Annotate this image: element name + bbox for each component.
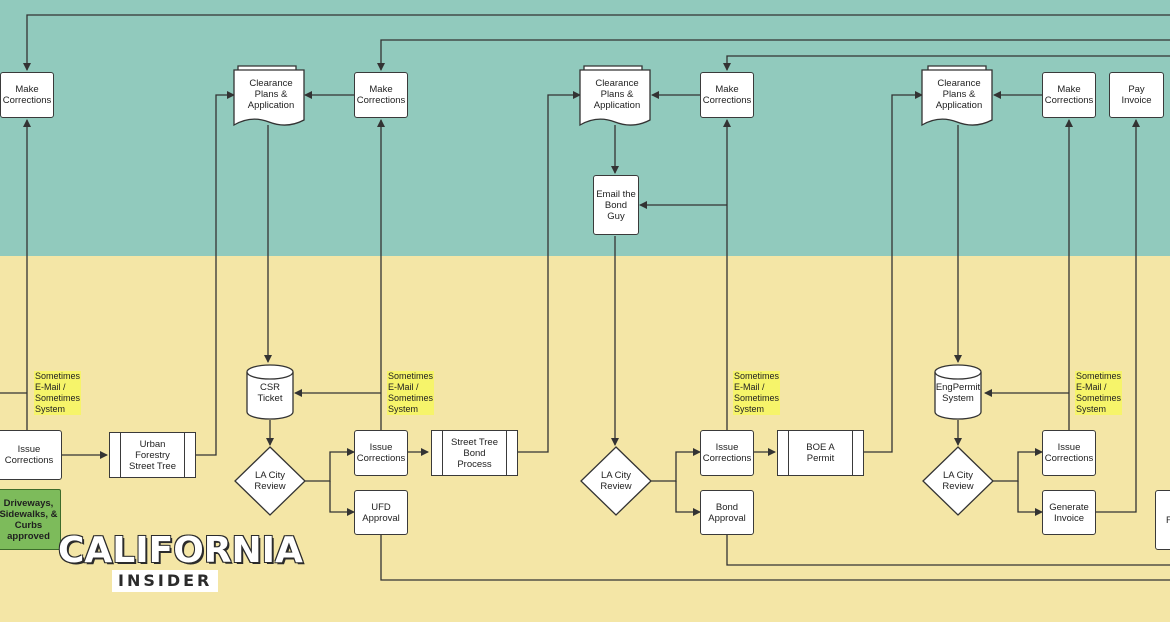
- logo-sub-text: INSIDER: [112, 570, 219, 592]
- make-corrections-box-4: Make Corrections: [1042, 72, 1096, 118]
- document-shape-1: [233, 69, 305, 127]
- swimlane-top: [0, 0, 1170, 256]
- note-sometimes-email-2: Sometimes E-Mail / Sometimes System: [387, 371, 435, 415]
- la-city-review-label-2: LA City Review: [600, 470, 632, 492]
- partial-box: F: [1155, 490, 1170, 550]
- cylinder-engpermit: [934, 372, 982, 420]
- document-shape-3: [921, 69, 993, 127]
- make-corrections-box-3: Make Corrections: [700, 72, 754, 118]
- logo-main-text: CALIFORNIA: [58, 530, 303, 571]
- issue-corrections-box-4: Issue Corrections: [1042, 430, 1096, 476]
- connector: [726, 535, 1170, 566]
- connector: [864, 91, 923, 453]
- la-city-review-label-3: LA City Review: [942, 470, 974, 492]
- connector: [1017, 481, 1043, 516]
- note-sometimes-email-3: Sometimes E-Mail / Sometimes System: [733, 371, 781, 415]
- issue-corrections-box-3: Issue Corrections: [700, 430, 754, 476]
- ufd-approval-box: UFD Approval: [354, 490, 408, 535]
- document-shape-2: [579, 69, 651, 127]
- driveways-approved-box: Driveways, Sidewalks, & Curbs approved: [0, 489, 61, 550]
- boe-a-permit-box: BOE A Permit: [777, 430, 864, 476]
- make-corrections-box-1: Make Corrections: [0, 72, 54, 118]
- clearance-label-2: Clearance Plans & Application: [593, 77, 641, 111]
- bond-approval-box: Bond Approval: [700, 490, 754, 535]
- connector: [651, 448, 701, 482]
- diamond-review-2: [580, 446, 652, 516]
- cylinder-csr: [246, 372, 294, 420]
- connector: [993, 448, 1043, 482]
- email-bond-guy-box: Email the Bond Guy: [593, 175, 639, 235]
- generate-invoice-box: Generate Invoice: [1042, 490, 1096, 535]
- diamond-review-3: [922, 446, 994, 516]
- issue-corrections-box-1: Issue Corrections: [0, 430, 62, 480]
- connector: [305, 448, 355, 482]
- note-sometimes-email-4: Sometimes E-Mail / Sometimes System: [1075, 371, 1123, 415]
- issue-corrections-box-2: Issue Corrections: [354, 430, 408, 476]
- clearance-label-3: Clearance Plans & Application: [935, 77, 983, 111]
- connector: [377, 39, 1170, 71]
- la-city-review-label-1: LA City Review: [254, 470, 286, 492]
- make-corrections-box-2: Make Corrections: [354, 72, 408, 118]
- connector: [329, 481, 355, 516]
- clearance-label-1: Clearance Plans & Application: [247, 77, 295, 111]
- cylinder-engpermit-top: [934, 364, 982, 380]
- street-tree-bond-box: Street Tree Bond Process: [431, 430, 518, 476]
- connector: [675, 481, 701, 516]
- connector: [196, 91, 235, 456]
- connector: [1096, 119, 1140, 513]
- connector: [723, 55, 1170, 71]
- connector: [518, 91, 581, 453]
- note-sometimes-email-1: Sometimes E-Mail / Sometimes System: [34, 371, 82, 415]
- engpermit-label: EngPermit System: [935, 382, 981, 404]
- pay-invoice-box: Pay Invoice: [1109, 72, 1164, 118]
- connector: [23, 14, 1170, 71]
- diamond-review-1: [234, 446, 306, 516]
- csr-ticket-label: CSR Ticket: [257, 382, 283, 404]
- connector: [380, 535, 1170, 581]
- urban-forestry-box: Urban Forestry Street Tree: [109, 432, 196, 478]
- california-insider-logo: CALIFORNIA INSIDER: [58, 530, 303, 592]
- cylinder-csr-top: [246, 364, 294, 380]
